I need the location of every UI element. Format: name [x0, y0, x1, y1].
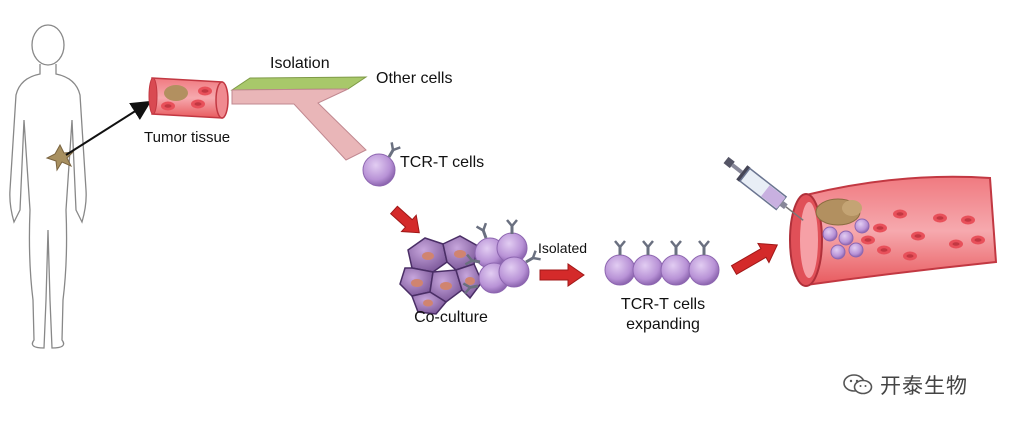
tcr-t-cells-label: TCR-T cells	[400, 154, 485, 171]
red-arrow-3	[730, 242, 779, 276]
other-cells-label: Other cells	[376, 70, 453, 87]
expanding-label-line1: TCR-T cells	[620, 296, 706, 313]
tumor-tissue-vessel	[148, 77, 229, 119]
isolation-label: Isolation	[270, 55, 330, 72]
tcr-t-band	[231, 88, 367, 161]
co-culture-t-cells	[461, 218, 543, 295]
expanding-label-line2: expanding	[626, 316, 700, 333]
co-culture-tumor-cells	[399, 235, 483, 315]
co-culture-label: Co-culture	[414, 309, 488, 326]
red-arrow-2	[539, 263, 585, 287]
wechat-icon	[843, 374, 873, 395]
syringe-icon	[723, 156, 804, 221]
other-cells-band	[230, 76, 368, 91]
biopsy-arrow	[65, 100, 152, 156]
isolated-label: Isolated	[538, 240, 588, 256]
tumor-tissue-label: Tumor tissue	[144, 129, 231, 146]
watermark: 开泰生物	[842, 370, 968, 400]
tcr-t-cell-single	[362, 140, 402, 187]
blood-vessel	[789, 175, 998, 287]
watermark-text: 开泰生物	[880, 375, 968, 398]
human-silhouette	[9, 24, 87, 349]
expanding-t-cells	[604, 239, 720, 286]
red-arrow-1	[389, 205, 420, 234]
